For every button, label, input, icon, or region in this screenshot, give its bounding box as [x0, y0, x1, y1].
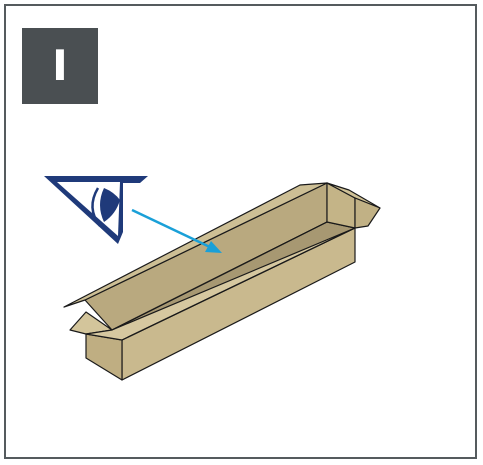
step-label: I — [52, 41, 68, 90]
arrow-icon — [131, 208, 222, 253]
step-badge: I — [22, 28, 98, 104]
open-box-icon — [63, 182, 381, 381]
eye-icon — [44, 176, 148, 244]
